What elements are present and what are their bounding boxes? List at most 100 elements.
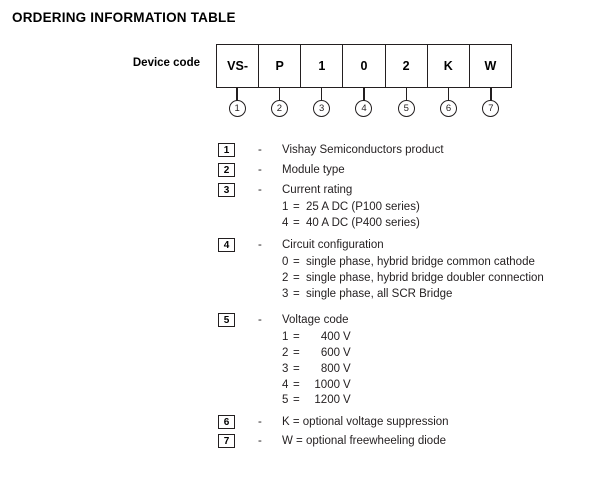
device-code-cell-2: P <box>259 45 302 87</box>
legend-sub-unit: V <box>343 331 351 344</box>
callout-leader-line <box>321 88 323 101</box>
legend-sub-value: 800 <box>320 362 340 375</box>
device-code-cell-4: 0 <box>343 45 386 87</box>
callout-circle-4: 4 <box>355 100 373 117</box>
callout-leader-line <box>278 88 281 101</box>
legend-sub-code: 3 <box>282 287 289 300</box>
callout-circle-1: 1 <box>228 100 246 117</box>
legend-sub-code: 1 <box>282 201 289 214</box>
callout-circle-7: 7 <box>482 100 500 117</box>
callout-circle-5: 5 <box>397 100 415 117</box>
callout-5: 5 <box>385 88 427 120</box>
callout-leader-line <box>447 88 450 101</box>
callout-circle-3: 3 <box>313 100 331 117</box>
legend-sub-equals: = <box>293 362 300 375</box>
legend-sub-equals: = <box>293 346 300 359</box>
legend-sub-item: 0 = single phase, hybrid bridge common cat… <box>282 255 544 271</box>
legend-dash: - <box>258 314 262 326</box>
legend-sub-item: 1 = 25 A DC (P100 series) <box>282 200 420 216</box>
legend-sub-value: 1000 <box>314 378 340 391</box>
legend-sub-equals: = <box>293 287 300 300</box>
legend-sub-code: 4 <box>282 216 289 229</box>
legend-sub-value: 25 A DC (P100 series) <box>306 201 420 214</box>
legend-key-box-7: 7 <box>218 434 235 448</box>
legend-sub-code: 1 <box>282 331 289 344</box>
legend-dash: - <box>258 144 262 156</box>
legend-label-6: K = optional voltage suppression <box>282 416 449 428</box>
legend-sub-value: 600 <box>320 346 340 359</box>
legend-sub-value: single phase, hybrid bridge doubler conn… <box>306 271 544 284</box>
legend-sub-equals: = <box>293 256 300 269</box>
legend-key-box-3: 3 <box>218 183 235 197</box>
legend-sub-item: 2=single phase, hybrid bridge doubler co… <box>282 271 544 287</box>
callout-6: 6 <box>427 88 469 120</box>
legend-sub-equals: = <box>293 201 300 214</box>
callout-leader-line <box>405 88 407 101</box>
legend-dash: - <box>258 164 262 176</box>
legend-key-box-1: 1 <box>218 143 235 157</box>
legend-body-2: Module type <box>282 163 345 177</box>
legend-sub-equals: = <box>293 331 300 344</box>
legend-sub-equals: = <box>293 216 300 229</box>
callout-7: 7 <box>470 88 512 120</box>
legend-key-box-6: 6 <box>218 415 235 429</box>
legend-sub-code: 4 <box>282 378 289 391</box>
device-code-cell-7: W <box>484 59 497 73</box>
legend-label-1: Vishay Semiconductors product <box>282 144 444 156</box>
legend-label-5: Voltage code <box>282 314 349 326</box>
legend-body-4: Circuit configuration 0 = single phase, hyb… <box>282 238 544 303</box>
legend-sub-unit: V <box>343 394 351 407</box>
legend-key-box-5: 5 <box>218 313 235 327</box>
legend-sub-value: 400 <box>320 331 340 344</box>
legend-sub-value: 40 A DC (P400 series) <box>306 216 420 229</box>
device-code-label: Device code <box>132 57 200 69</box>
legend-label-2: Module type <box>282 164 345 176</box>
legend-sublist-3: 1 = 25 A DC (P100 series) 4 = 40 A DC (P400 s… <box>282 200 420 232</box>
legend-sublist-4: 0 = single phase, hybrid bridge common cat… <box>282 255 544 302</box>
legend-sub-equals: = <box>293 271 300 284</box>
page-title: ORDERING INFORMATION TABLE <box>12 10 236 25</box>
legend-sub-equals: = <box>293 394 300 407</box>
legend-sub-value: single phase, all SCR Bridge <box>306 287 453 300</box>
legend-body-6: K = optional voltage suppression <box>282 415 449 429</box>
callout-3: 3 <box>301 88 343 120</box>
legend-sub-code: 2 <box>282 346 289 359</box>
legend-sub-equals: = <box>293 378 300 391</box>
legend-label-4: Circuit configuration <box>282 239 384 251</box>
legend-key-box-2: 2 <box>218 163 235 177</box>
callout-leader-line <box>236 88 238 101</box>
legend-sub-value: single phase, hybrid bridge common catho… <box>306 256 535 269</box>
legend-label-3: Current rating <box>282 184 353 196</box>
legend-sub-code: 3 <box>282 362 289 375</box>
legend-dash: - <box>258 184 262 196</box>
device-code-cell-3: 1 <box>301 45 344 87</box>
callout-leader-line <box>490 88 492 101</box>
legend-dash: - <box>258 239 262 251</box>
callout-4: 4 <box>343 88 385 120</box>
legend-sub-item: 4 = 40 A DC (P400 series) <box>282 216 420 232</box>
legend-dash: - <box>258 416 262 428</box>
legend-body-7: W = optional freewheeling diode <box>282 434 446 448</box>
callout-number-row: 1 2 3 4 5 6 7 <box>216 88 512 120</box>
device-code-cell-6: K <box>428 45 470 87</box>
callout-circle-2: 2 <box>270 100 288 117</box>
legend-label-7: W = optional freewheeling diode <box>282 435 446 447</box>
device-code-cell-1: VS- <box>217 45 260 87</box>
legend-sub-value: 1200 <box>314 394 340 407</box>
legend-sub-code: 0 <box>282 256 289 269</box>
legend-sub-item: 3 = single phase, all SCR Bridge <box>282 287 544 303</box>
callout-1: 1 <box>216 88 258 120</box>
callout-circle-6: 6 <box>440 100 458 117</box>
callout-leader-line <box>363 88 365 101</box>
callout-2: 2 <box>258 88 300 120</box>
legend-dash: - <box>258 435 262 447</box>
